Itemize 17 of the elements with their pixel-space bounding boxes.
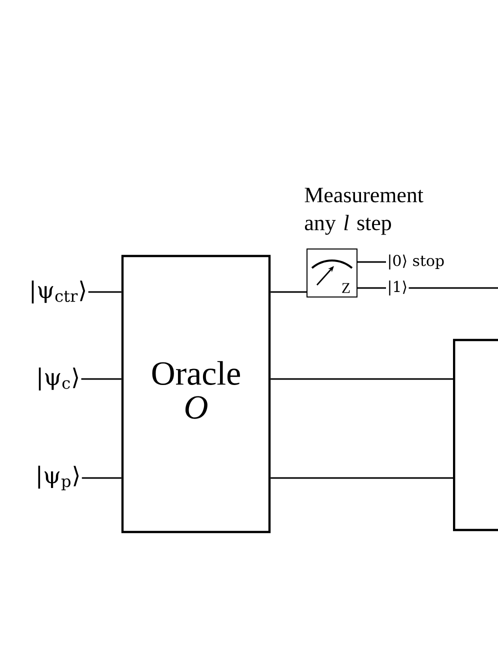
wire bbox=[408, 287, 498, 289]
state-label: |0⟩ stop bbox=[389, 254, 444, 270]
wire bbox=[270, 291, 306, 293]
wire bbox=[88, 291, 122, 293]
wire bbox=[270, 477, 453, 479]
node-label: Measurement any l step bbox=[304, 188, 424, 235]
wire bbox=[81, 378, 122, 380]
gate-box bbox=[453, 338, 498, 532]
state-label: |ψ$_{c}$⟩ bbox=[38, 368, 78, 390]
wire bbox=[358, 261, 386, 263]
state-label: |ψ$_{p}$⟩ bbox=[38, 466, 79, 490]
state-label: |ψ$_{ctr}$⟩ bbox=[32, 280, 86, 304]
state-label: |1⟩ bbox=[389, 280, 406, 296]
oracle-box: Oracle O bbox=[121, 254, 271, 534]
wire bbox=[82, 477, 122, 479]
wire bbox=[358, 287, 386, 289]
wire bbox=[270, 378, 453, 380]
